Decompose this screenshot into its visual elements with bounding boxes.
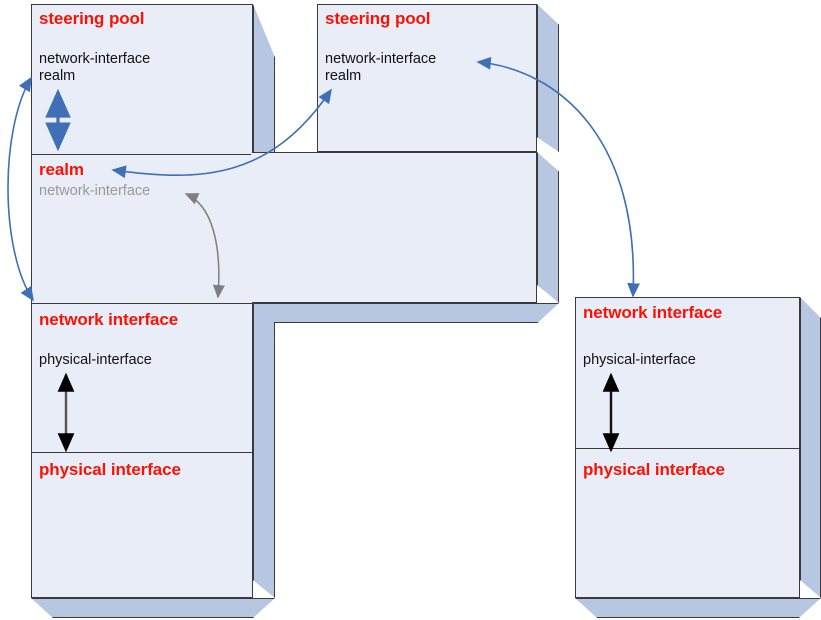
left-network-interface-title: network interface	[39, 310, 179, 329]
divider-steering-pool-realm	[31, 154, 253, 155]
right-network-interface-prop-physical-interface: physical-interface	[583, 352, 696, 368]
left-realm-title: realm	[39, 160, 84, 179]
right-stack-bottom-face	[575, 598, 821, 618]
right-divider-network-physical-interface	[575, 448, 800, 449]
left-realm-prop-network-interface: network-interface	[39, 183, 151, 199]
realm-extension-block	[253, 152, 559, 323]
left-physical-interface-title: physical interface	[39, 460, 181, 479]
right-column-stack	[575, 297, 821, 618]
realm-extension-front-face	[253, 152, 537, 303]
left-steering-pool-prop-realm: realm	[39, 68, 76, 84]
middle-steering-pool-prop-network-interface: network-interface	[325, 51, 437, 67]
left-column-stack	[31, 4, 275, 618]
right-network-interface-title: network interface	[583, 303, 723, 322]
realm-extension-seam-mask	[251, 153, 257, 302]
left-stack-bottom-face	[31, 598, 275, 618]
middle-steering-pool-title: steering pool	[325, 9, 431, 28]
left-stack-front-face	[31, 4, 253, 598]
left-steering-pool-prop-network-interface: network-interface	[39, 51, 151, 67]
realm-extension-side-face	[537, 152, 559, 303]
divider-realm-network-interface	[31, 303, 253, 304]
divider-network-physical-interface	[31, 452, 253, 453]
right-physical-interface-title: physical interface	[583, 460, 725, 479]
arrow-left-steeringpool-to-network-interface	[7, 76, 34, 302]
middle-steering-pool-prop-realm: realm	[325, 68, 362, 84]
right-stack-side-face	[800, 297, 821, 598]
realm-extension-bottom-face	[253, 303, 559, 323]
middle-steering-pool-side-face	[537, 4, 559, 152]
left-steering-pool-title: steering pool	[39, 9, 145, 28]
left-network-interface-prop-physical-interface: physical-interface	[39, 352, 152, 368]
